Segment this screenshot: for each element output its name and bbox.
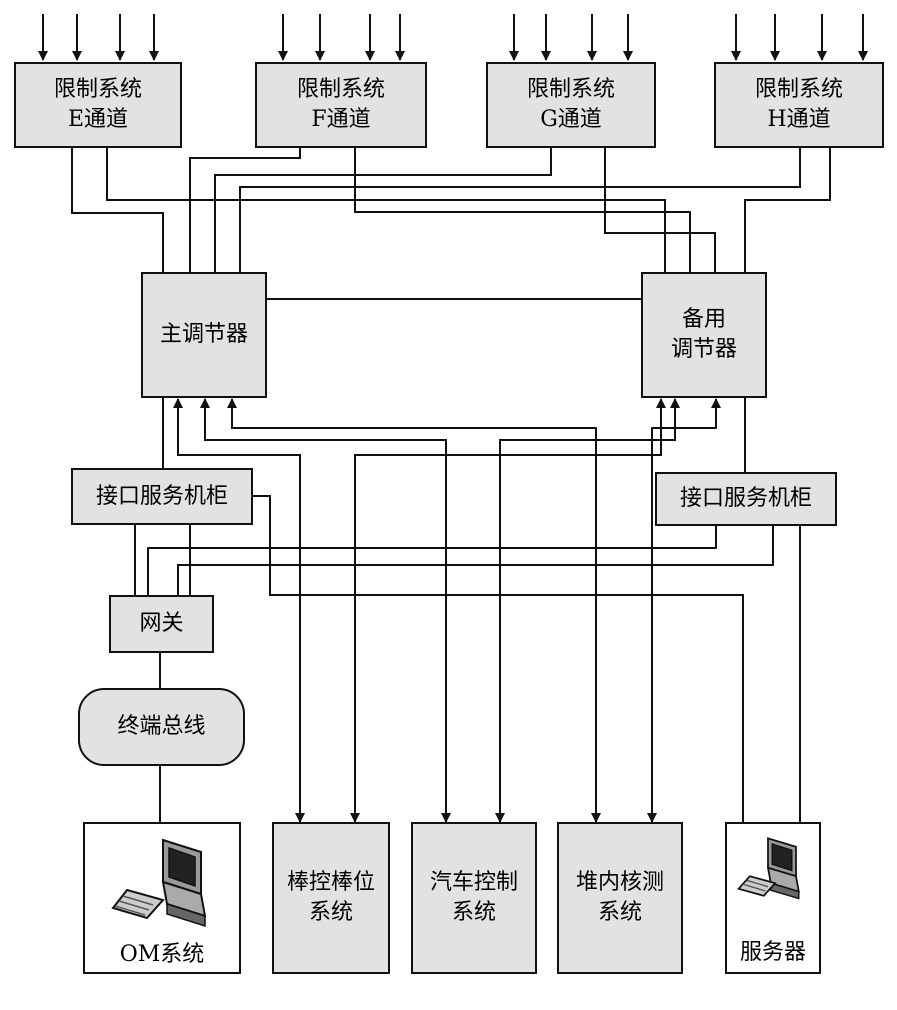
gateway-label: 网关 xyxy=(139,611,184,636)
link-turbine-main xyxy=(200,398,451,823)
link-rod-backup xyxy=(350,398,666,823)
limit-channel-g: 限制系统 G通道 xyxy=(486,62,656,148)
link-g-backup xyxy=(604,147,716,272)
limit-channel-f-name: 限制系统 xyxy=(296,77,385,102)
limit-channel-g-label: G通道 xyxy=(540,107,602,132)
rod-control-label-2: 系统 xyxy=(308,900,353,925)
link-turbine-backup xyxy=(495,398,680,823)
limit-channel-e-name: 限制系统 xyxy=(53,77,142,102)
terminal-bus-label: 终端总线 xyxy=(117,714,206,739)
rod-control-label-1: 棒控棒位 xyxy=(286,870,375,895)
link-leftcab-server xyxy=(252,495,744,822)
link-incore-main xyxy=(227,398,601,823)
incore-measurement-system: 堆内核测 系统 xyxy=(557,822,683,974)
gateway: 网关 xyxy=(109,595,214,653)
link-gw-rightcab-b xyxy=(177,525,774,595)
link-h-main xyxy=(239,147,801,272)
om-system: OM系统 xyxy=(83,822,241,974)
limit-channel-h-name: 限制系统 xyxy=(754,77,843,102)
limit-channel-f: 限制系统 F通道 xyxy=(255,62,427,148)
terminal-bus: 终端总线 xyxy=(78,688,245,766)
backup-regulator-label-1: 备用 xyxy=(681,307,726,332)
interface-cabinet-right-label: 接口服务机柜 xyxy=(679,486,812,511)
link-incore-backup xyxy=(647,398,721,823)
interface-cabinet-left: 接口服务机柜 xyxy=(71,468,253,525)
link-e-backup xyxy=(106,147,666,272)
turbine-control-system: 汽车控制 系统 xyxy=(411,822,537,974)
incore-measurement-label-2: 系统 xyxy=(597,900,642,925)
link-gw-rightcab-a xyxy=(147,525,717,595)
server-label: 服务器 xyxy=(739,940,806,965)
computer-icon xyxy=(111,838,207,928)
link-e-main xyxy=(71,147,164,272)
limit-channel-e: 限制系统 E通道 xyxy=(14,62,182,148)
main-regulator-label: 主调节器 xyxy=(159,322,248,347)
backup-regulator: 备用 调节器 xyxy=(641,272,767,398)
backup-regulator-label-2: 调节器 xyxy=(670,337,737,362)
om-system-label: OM系统 xyxy=(119,942,205,967)
turbine-control-label-1: 汽车控制 xyxy=(429,870,518,895)
rod-control-system: 棒控棒位 系统 xyxy=(272,822,390,974)
link-h-backup xyxy=(744,147,831,272)
interface-cabinet-right: 接口服务机柜 xyxy=(655,472,837,526)
limit-channel-e-label: E通道 xyxy=(67,107,129,132)
link-f-main xyxy=(189,147,301,272)
link-g-main xyxy=(214,147,552,272)
limit-channel-h-label: H通道 xyxy=(767,107,831,132)
server: 服务器 xyxy=(725,822,821,974)
limit-channel-h: 限制系统 H通道 xyxy=(714,62,884,148)
computer-icon xyxy=(737,837,800,900)
main-regulator: 主调节器 xyxy=(141,272,267,398)
limit-channel-g-name: 限制系统 xyxy=(526,77,615,102)
incore-measurement-label-1: 堆内核测 xyxy=(575,870,664,895)
link-f-backup xyxy=(354,147,691,272)
interface-cabinet-left-label: 接口服务机柜 xyxy=(95,483,228,509)
input-arrows xyxy=(38,14,868,61)
limit-channel-f-label: F通道 xyxy=(311,107,371,132)
turbine-control-label-2: 系统 xyxy=(451,900,496,925)
